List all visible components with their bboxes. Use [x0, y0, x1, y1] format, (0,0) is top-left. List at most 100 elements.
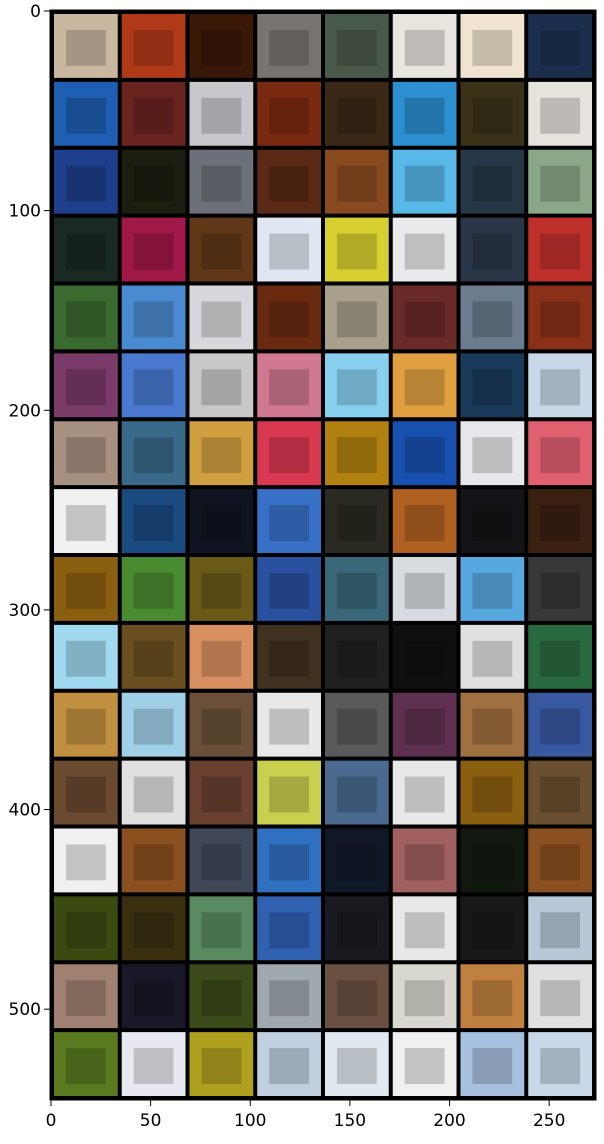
image-tile: [189, 760, 254, 825]
x-tick-label: 150: [334, 1111, 366, 1131]
image-tile: [392, 353, 457, 418]
y-tick-label: 100: [9, 202, 41, 222]
image-tile: [324, 896, 389, 961]
image-tile: [53, 149, 118, 214]
image-tile: [257, 81, 322, 146]
image-tile: [324, 149, 389, 214]
image-tile: [392, 896, 457, 961]
image-tile: [257, 760, 322, 825]
image-tile: [121, 81, 186, 146]
image-tile: [121, 964, 186, 1029]
image-tile: [53, 760, 118, 825]
image-tile: [53, 1032, 118, 1097]
image-tile: [460, 624, 525, 689]
image-tile: [528, 760, 593, 825]
image-tile: [460, 81, 525, 146]
image-tile: [528, 896, 593, 961]
image-tile: [189, 556, 254, 621]
image-tile: [53, 828, 118, 893]
image-tiles: [53, 13, 593, 1097]
image-tile: [392, 556, 457, 621]
image-tile: [528, 624, 593, 689]
image-tile: [392, 692, 457, 757]
image-tile: [121, 353, 186, 418]
y-tick-label: 400: [9, 801, 41, 821]
x-tick-label: 250: [533, 1111, 565, 1131]
image-tile: [324, 760, 389, 825]
image-tile: [528, 149, 593, 214]
image-tile: [324, 556, 389, 621]
image-tile: [121, 13, 186, 78]
image-tile: [53, 896, 118, 961]
image-tile: [528, 81, 593, 146]
image-tile: [53, 556, 118, 621]
image-tile: [189, 489, 254, 554]
image-tile: [53, 285, 118, 350]
image-tile: [324, 692, 389, 757]
image-tile: [257, 489, 322, 554]
image-tile: [528, 556, 593, 621]
image-tile: [121, 489, 186, 554]
image-tile: [460, 556, 525, 621]
image-tile: [53, 217, 118, 282]
image-tile: [528, 1032, 593, 1097]
image-tile: [392, 489, 457, 554]
image-tile: [392, 285, 457, 350]
x-tick-label: 50: [140, 1111, 162, 1131]
image-tile: [257, 217, 322, 282]
image-tile: [460, 828, 525, 893]
image-tile: [257, 421, 322, 486]
image-tile: [53, 13, 118, 78]
image-tile: [121, 624, 186, 689]
image-tile: [257, 13, 322, 78]
image-tile: [392, 81, 457, 146]
image-tile: [257, 149, 322, 214]
x-tick-label: 0: [46, 1111, 57, 1131]
image-tile: [324, 81, 389, 146]
image-tile: [53, 81, 118, 146]
image-tile: [392, 964, 457, 1029]
image-tile: [189, 1032, 254, 1097]
image-tile: [324, 13, 389, 78]
image-tile: [121, 149, 186, 214]
image-tile: [528, 421, 593, 486]
image-tile: [392, 624, 457, 689]
image-tile: [121, 217, 186, 282]
image-tile: [53, 421, 118, 486]
image-tile: [460, 760, 525, 825]
image-tile: [528, 692, 593, 757]
image-tile: [121, 896, 186, 961]
image-tile: [528, 489, 593, 554]
image-tile: [189, 421, 254, 486]
image-tile: [460, 1032, 525, 1097]
image-tile: [460, 692, 525, 757]
image-tile: [53, 964, 118, 1029]
image-tile: [528, 13, 593, 78]
image-tile: [392, 13, 457, 78]
image-tile: [324, 828, 389, 893]
image-tile: [121, 556, 186, 621]
image-tile: [189, 896, 254, 961]
image-tile: [189, 149, 254, 214]
image-tile: [324, 964, 389, 1029]
axes-frame: [49, 9, 597, 1101]
y-tick-label: 0: [30, 2, 41, 22]
image-tile: [460, 896, 525, 961]
image-tile: [392, 149, 457, 214]
image-tile: [257, 964, 322, 1029]
image-tile: [257, 828, 322, 893]
image-tile: [121, 692, 186, 757]
image-tile: [460, 353, 525, 418]
image-tile: [460, 421, 525, 486]
image-tile: [324, 1032, 389, 1097]
image-tile: [324, 489, 389, 554]
image-tile: [189, 624, 254, 689]
image-tile: [189, 828, 254, 893]
image-tile: [324, 217, 389, 282]
image-tile: [189, 285, 254, 350]
image-tile: [257, 1032, 322, 1097]
image-tile: [53, 624, 118, 689]
image-tile: [528, 828, 593, 893]
image-tile: [121, 760, 186, 825]
